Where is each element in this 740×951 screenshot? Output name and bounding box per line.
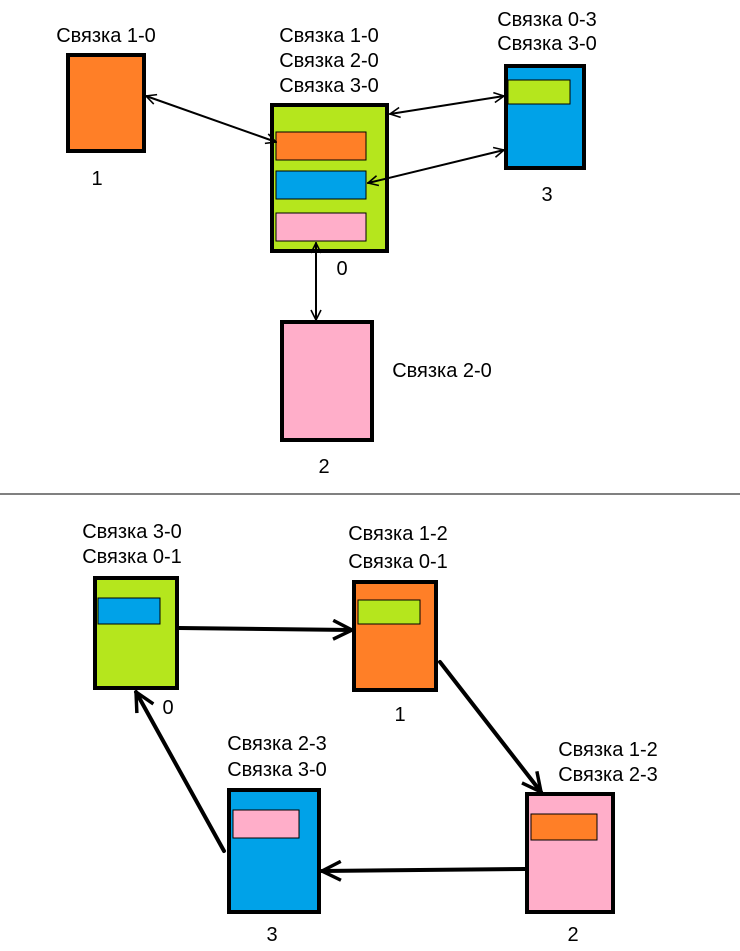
bottom-node-1-label-2: Связка 0-1	[348, 551, 448, 573]
bottom-node-2-number: 2	[567, 924, 578, 946]
top-link-0-3-upper	[390, 96, 504, 114]
bottom-node-1-label-1: Связка 1-2	[348, 523, 448, 545]
bottom-node-3-number: 3	[266, 924, 277, 946]
bottom-node-0-slot-blue	[97, 597, 161, 625]
bottom-node-2-label-2: Связка 2-3	[558, 764, 658, 786]
top-node-0-label-1: Связка 1-0	[279, 25, 379, 47]
bottom-link-1-2	[438, 660, 541, 792]
top-node-3-slot-green	[507, 79, 571, 105]
bottom-link-2-3	[320, 869, 527, 871]
top-link-1-0	[146, 96, 276, 142]
top-node-3: Связка 0-3 Связка 3-0 3	[497, 9, 597, 206]
top-node-0-number: 0	[336, 258, 347, 280]
bottom-scheme: Связка 3-0 Связка 0-1 0 Связка 1-2 Связк…	[82, 521, 658, 946]
bottom-node-2-slot-orange	[530, 813, 598, 841]
bottom-link-0-1	[177, 628, 354, 630]
top-node-1-box	[66, 53, 146, 153]
top-node-1-label: Связка 1-0	[56, 25, 156, 47]
bottom-node-3: Связка 2-3 Связка 3-0 3	[227, 733, 327, 946]
bottom-node-2-label-1: Связка 1-2	[558, 739, 658, 761]
top-scheme: Связка 1-0 1 Связка 1-0 Связка 2-0 Связк…	[56, 9, 597, 478]
top-node-2-number: 2	[318, 456, 329, 478]
top-node-1-number: 1	[91, 168, 102, 190]
bottom-node-3-box	[227, 788, 321, 914]
bottom-node-3-label-2: Связка 3-0	[227, 759, 327, 781]
top-node-2: Связка 2-0 2	[280, 320, 492, 478]
bottom-node-0: Связка 3-0 Связка 0-1 0	[82, 521, 182, 719]
top-link-0-3-lower	[368, 150, 504, 183]
top-node-3-label-1: Связка 0-3	[497, 9, 597, 31]
top-node-0-label-2: Связка 2-0	[279, 50, 379, 72]
bottom-node-0-box	[93, 576, 179, 690]
bottom-node-1: Связка 1-2 Связка 0-1 1	[348, 523, 448, 726]
bottom-node-3-slot-pink	[232, 809, 300, 839]
bottom-node-2: Связка 1-2 Связка 2-3 2	[525, 739, 658, 946]
top-node-3-label-2: Связка 3-0	[497, 33, 597, 55]
top-node-1: Связка 1-0 1	[56, 25, 156, 190]
top-node-0-slot-pink	[275, 212, 367, 242]
bottom-node-3-label-1: Связка 2-3	[227, 733, 327, 755]
top-node-0: Связка 1-0 Связка 2-0 Связка 3-0 0	[270, 25, 389, 280]
top-node-3-number: 3	[541, 184, 552, 206]
bottom-node-1-number: 1	[394, 704, 405, 726]
top-node-0-label-3: Связка 3-0	[279, 75, 379, 97]
bottom-node-0-number: 0	[162, 697, 173, 719]
bottom-node-0-label-1: Связка 3-0	[82, 521, 182, 543]
top-node-2-label: Связка 2-0	[392, 360, 492, 382]
bottom-node-1-box	[352, 580, 438, 692]
bottom-node-0-label-2: Связка 0-1	[82, 546, 182, 568]
top-node-0-slot-blue	[275, 170, 367, 200]
bottom-node-2-box	[525, 792, 615, 914]
bottom-link-3-0	[134, 692, 226, 853]
bottom-node-1-slot-green	[357, 599, 421, 625]
top-node-0-slot-orange	[275, 131, 367, 161]
top-node-2-box	[280, 320, 374, 442]
